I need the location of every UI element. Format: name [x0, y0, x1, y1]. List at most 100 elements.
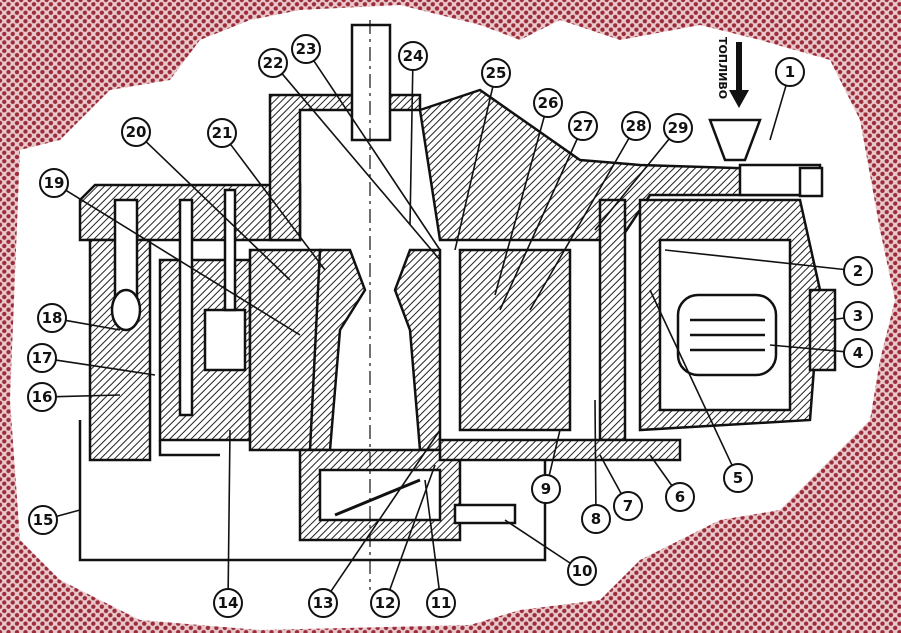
callout-circle	[665, 482, 695, 512]
leader-line	[65, 319, 121, 331]
callout-21: 21	[207, 118, 326, 271]
callout-circle	[613, 491, 643, 521]
callout-circle	[663, 113, 693, 143]
callout-29: 29	[594, 113, 693, 231]
leader-line	[504, 519, 571, 564]
leader-line	[229, 143, 326, 271]
callout-number: 24	[403, 47, 424, 65]
callout-circle	[258, 48, 288, 78]
leader-line	[65, 189, 301, 336]
callout-28: 28	[529, 111, 651, 311]
leader-line	[649, 289, 733, 466]
callout-number: 21	[212, 124, 233, 142]
callout-number: 7	[623, 497, 633, 515]
callout-number: 15	[33, 511, 54, 529]
callout-number: 27	[573, 117, 594, 135]
callout-circle	[27, 343, 57, 373]
callout-8: 8	[581, 399, 611, 534]
callout-circle	[775, 57, 805, 87]
callout-number: 2	[853, 262, 863, 280]
callout-circle	[533, 88, 563, 118]
callout-circle	[370, 588, 400, 618]
callout-circle	[308, 588, 338, 618]
leader-line	[829, 317, 845, 321]
callout-circle	[27, 382, 57, 412]
leader-line	[454, 86, 494, 251]
callout-circle	[28, 505, 58, 535]
callout-circle	[621, 111, 651, 141]
leader-line	[281, 73, 441, 261]
callout-11: 11	[424, 479, 456, 618]
callout-5: 5	[649, 289, 753, 493]
callout-circle	[723, 463, 753, 493]
leader-line	[389, 464, 436, 591]
callout-circle	[398, 41, 428, 71]
callout-number: 12	[375, 594, 396, 612]
leader-line	[56, 509, 81, 518]
callout-circle	[213, 588, 243, 618]
callout-number: 23	[296, 40, 317, 58]
callout-number: 6	[675, 488, 685, 506]
fuel-inlet-marker: ТОПЛИВО	[716, 37, 749, 108]
leader-line	[494, 116, 546, 296]
callout-circle	[531, 474, 561, 504]
callout-number: 4	[853, 344, 863, 362]
leader-line	[769, 344, 845, 353]
leader-line	[649, 454, 673, 487]
callout-circle	[291, 34, 321, 64]
callout-circle	[481, 58, 511, 88]
callout-20: 20	[121, 117, 291, 281]
callout-number: 26	[538, 94, 559, 112]
callout-circle	[567, 556, 597, 586]
callout-number: 11	[431, 594, 452, 612]
callout-circle	[843, 301, 873, 331]
leader-line	[529, 137, 630, 311]
paper-area	[10, 5, 895, 630]
callout-number: 17	[32, 349, 53, 367]
leader-line	[330, 429, 441, 592]
callout-3: 3	[829, 301, 873, 331]
callout-22: 22	[258, 48, 441, 261]
fuel-label: ТОПЛИВО	[716, 37, 729, 99]
callout-number: 28	[626, 117, 647, 135]
callout-circle	[581, 504, 611, 534]
callout-13: 13	[308, 429, 441, 618]
leader-line	[548, 429, 561, 476]
callout-number: 13	[313, 594, 334, 612]
callout-17: 17	[27, 343, 156, 376]
callout-7: 7	[599, 454, 643, 521]
leader-line	[55, 394, 121, 398]
callout-circle	[121, 117, 151, 147]
callout-number: 19	[44, 174, 65, 192]
leader-line	[145, 141, 291, 281]
callout-number: 22	[263, 54, 284, 72]
leader-line	[594, 138, 670, 231]
callout-number: 18	[42, 309, 63, 327]
callout-circle	[37, 303, 67, 333]
callout-16: 16	[27, 382, 121, 412]
callout-4: 4	[769, 338, 873, 368]
leader-line	[313, 60, 441, 251]
callout-25: 25	[454, 58, 511, 251]
leader-line	[409, 69, 414, 226]
fuel-arrow-icon	[729, 90, 749, 108]
callout-2: 2	[664, 249, 873, 286]
callout-number: 10	[572, 562, 593, 580]
callout-26: 26	[494, 88, 563, 296]
callout-number: 25	[486, 64, 507, 82]
leader-line	[769, 85, 787, 141]
leader-line	[227, 429, 231, 590]
callout-18: 18	[37, 303, 121, 333]
callout-number: 8	[591, 510, 601, 528]
leader-line	[424, 479, 440, 590]
callout-15: 15	[28, 505, 81, 535]
callout-number: 5	[733, 469, 743, 487]
callout-14: 14	[213, 429, 243, 618]
callout-number: 14	[218, 594, 239, 612]
leader-line	[499, 138, 578, 311]
callout-circle	[843, 338, 873, 368]
callout-10: 10	[504, 519, 597, 586]
